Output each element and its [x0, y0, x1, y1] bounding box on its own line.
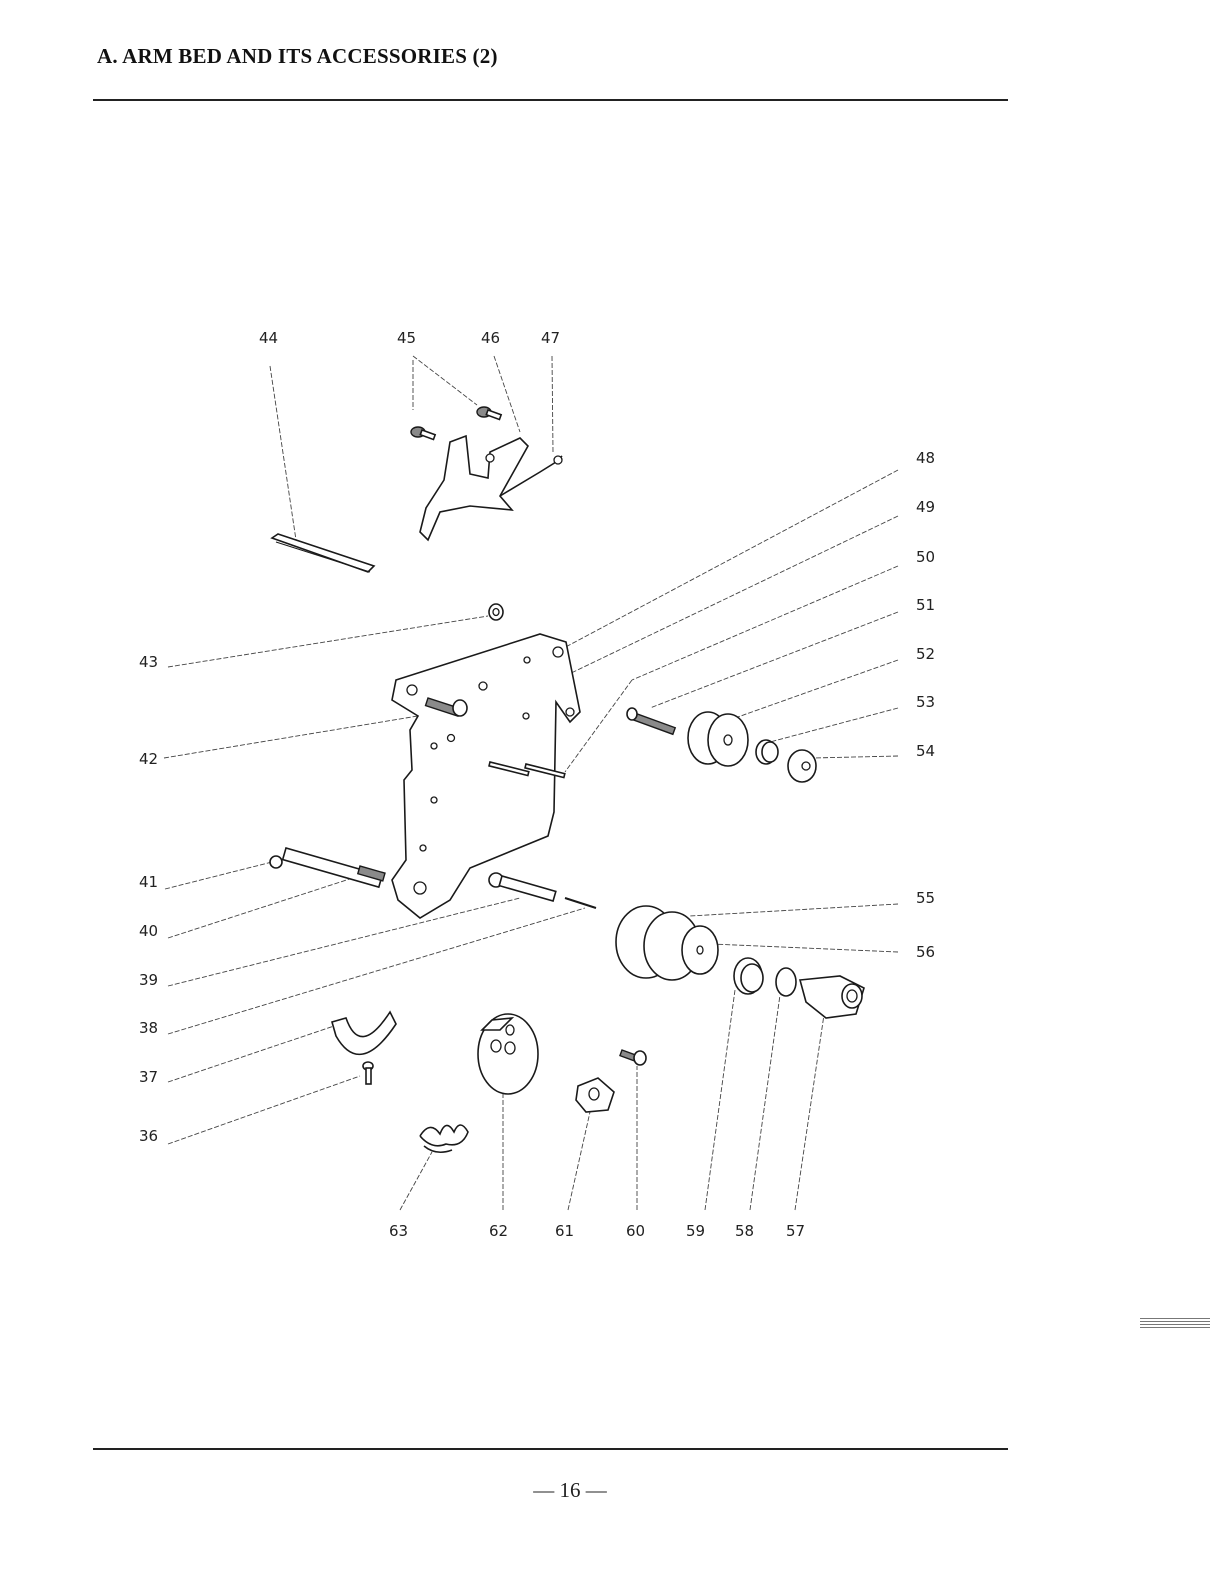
part-60-screw: [620, 1050, 646, 1065]
part-37-curved-guide: [332, 1012, 396, 1054]
callout-63: 63: [389, 1222, 408, 1240]
bottom-divider: [93, 1448, 1008, 1450]
callout-61: 61: [555, 1222, 574, 1240]
callout-46: 46: [481, 329, 500, 347]
callout-41: 41: [139, 873, 158, 891]
part-43-nut: [489, 604, 503, 620]
part-36-screw: [363, 1062, 373, 1084]
callout-60: 60: [626, 1222, 645, 1240]
callout-45: 45: [397, 329, 416, 347]
part-63-spring: [420, 1125, 468, 1152]
callout-48: 48: [916, 449, 935, 467]
page-number: — 16 —: [0, 1478, 1140, 1503]
callout-50: 50: [916, 548, 935, 566]
callout-42: 42: [139, 750, 158, 768]
callout-59: 59: [686, 1222, 705, 1240]
part-51-54-tension-assembly: [627, 708, 816, 782]
part-45-screws: [411, 407, 501, 439]
callout-54: 54: [916, 742, 935, 760]
callout-43: 43: [139, 653, 158, 671]
part-55-59-lower-assembly: [616, 906, 864, 1018]
callout-44: 44: [259, 329, 278, 347]
part-62-cam: [478, 1014, 538, 1094]
callout-51: 51: [916, 596, 935, 614]
callout-62: 62: [489, 1222, 508, 1240]
callout-40: 40: [139, 922, 158, 940]
callout-58: 58: [735, 1222, 754, 1240]
part-61-block: [576, 1078, 614, 1112]
callout-56: 56: [916, 943, 935, 961]
callout-53: 53: [916, 693, 935, 711]
callout-39: 39: [139, 971, 158, 989]
callout-37: 37: [139, 1068, 158, 1086]
part-44-bar: [272, 534, 374, 572]
callout-52: 52: [916, 645, 935, 663]
callout-57: 57: [786, 1222, 805, 1240]
callout-55: 55: [916, 889, 935, 907]
part-46-47-bracket: [420, 436, 562, 540]
scan-artifact: [1140, 1318, 1210, 1330]
part-main-plate: [392, 634, 580, 918]
callout-38: 38: [139, 1019, 158, 1037]
part-40-41-shaft: [270, 848, 385, 887]
callout-36: 36: [139, 1127, 158, 1145]
callout-47: 47: [541, 329, 560, 347]
callout-49: 49: [916, 498, 935, 516]
part-38-39-stud: [489, 873, 596, 908]
